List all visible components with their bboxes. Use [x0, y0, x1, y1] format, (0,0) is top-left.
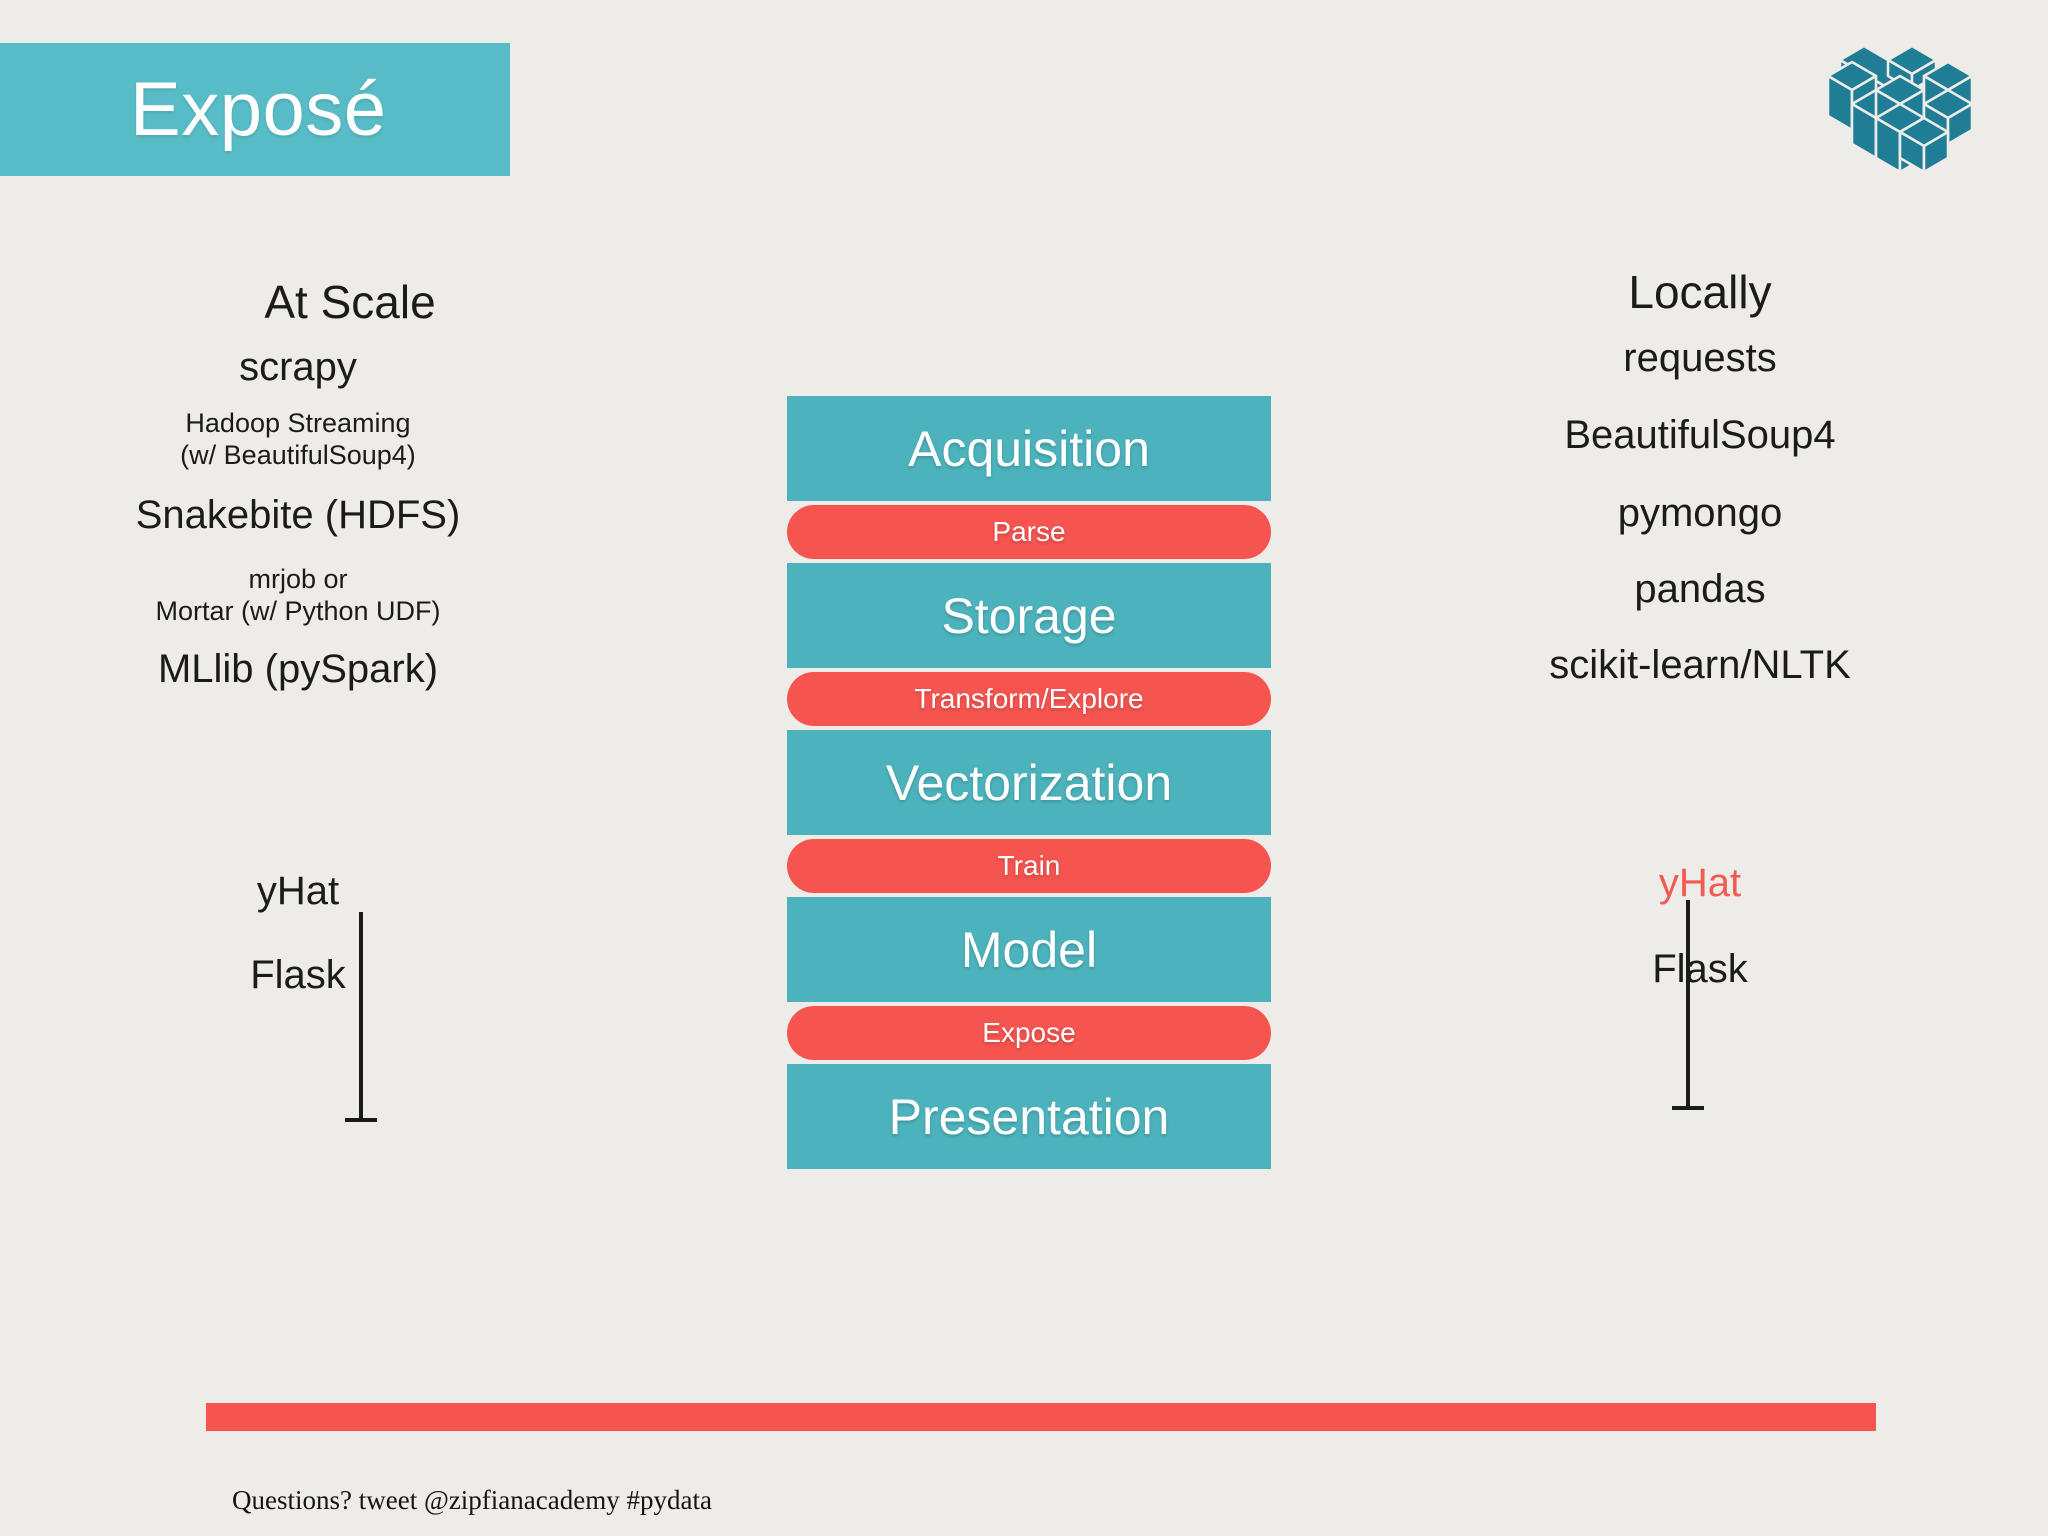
pipeline-stage-expose: Expose — [787, 1006, 1271, 1060]
right-item-pymongo: pymongo — [1617, 491, 1783, 535]
right-item-flask: Flask — [1652, 947, 1748, 991]
pipeline-stage-train: Train — [787, 839, 1271, 893]
pipeline-stage-model: Model — [787, 897, 1271, 1002]
right-item-pandas: pandas — [1634, 567, 1766, 611]
left-item-hadoop-line2: (w/ BeautifulSoup4) — [180, 439, 416, 470]
title-banner: Exposé — [0, 43, 510, 176]
left-connector-stem — [359, 912, 363, 1118]
left-item-scrapy: scrapy — [239, 345, 357, 389]
right-item-sklearn-nltk: scikit-learn/NLTK — [1549, 643, 1851, 687]
pipeline-stage-label: Expose — [982, 1017, 1076, 1048]
left-item-yhat: yHat — [256, 869, 340, 913]
pipeline-stage-label: Parse — [992, 516, 1066, 547]
pipeline-stage-label: Acquisition — [908, 420, 1150, 477]
pipeline-stage-label: Train — [997, 850, 1061, 881]
pipeline-stage-label: Vectorization — [885, 754, 1173, 811]
pipeline-stage-presentation: Presentation — [787, 1064, 1271, 1169]
pipeline-stage-storage: Storage — [787, 563, 1271, 668]
left-item-mrjob-line2: Mortar (w/ Python UDF) — [155, 595, 441, 626]
right-connector-foot — [1672, 1106, 1704, 1110]
pydata-logo-icon — [1820, 18, 1980, 178]
left-item-snakebite: Snakebite (HDFS) — [135, 493, 461, 537]
pipeline-stage-label: Storage — [941, 587, 1117, 644]
pipeline-stage-acquisition: Acquisition — [787, 396, 1271, 501]
pipeline-stage-label: Transform/Explore — [914, 683, 1144, 714]
right-item-beautifulsoup: BeautifulSoup4 — [1564, 413, 1836, 457]
right-connector-stem — [1686, 900, 1690, 1106]
pipeline-diagram: Acquisition Parse Storage Transform/Expl… — [787, 396, 1271, 1173]
pipeline-stage-transform-explore: Transform/Explore — [787, 672, 1271, 726]
footer-text: Questions? tweet @zipfianacademy #pydata — [232, 1485, 712, 1515]
footer-divider-bar — [206, 1403, 1876, 1431]
left-connector-foot — [345, 1118, 377, 1122]
left-item-mllib: MLlib (pySpark) — [157, 647, 439, 691]
column-heading-at-scale: At Scale — [264, 276, 436, 328]
right-connector-bracket — [1665, 900, 1711, 1110]
left-item-flask: Flask — [250, 953, 346, 997]
left-item-mrjob-line1: mrjob or — [248, 564, 348, 594]
pipeline-stage-label: Model — [960, 921, 1098, 978]
left-item-hadoop-line1: Hadoop Streaming — [185, 408, 411, 438]
pipeline-stage-label: Presentation — [888, 1088, 1170, 1145]
pipeline-stage-vectorization: Vectorization — [787, 730, 1271, 835]
right-item-requests: requests — [1623, 336, 1777, 380]
page-title: Exposé — [130, 66, 387, 152]
left-item-hadoop: Hadoop Streaming (w/ BeautifulSoup4) — [0, 408, 648, 472]
right-item-yhat: yHat — [1658, 861, 1742, 905]
left-connector-bracket — [338, 912, 384, 1122]
pipeline-stage-parse: Parse — [787, 505, 1271, 559]
column-heading-locally: Locally — [1628, 266, 1772, 318]
left-item-mrjob: mrjob or Mortar (w/ Python UDF) — [0, 564, 648, 628]
